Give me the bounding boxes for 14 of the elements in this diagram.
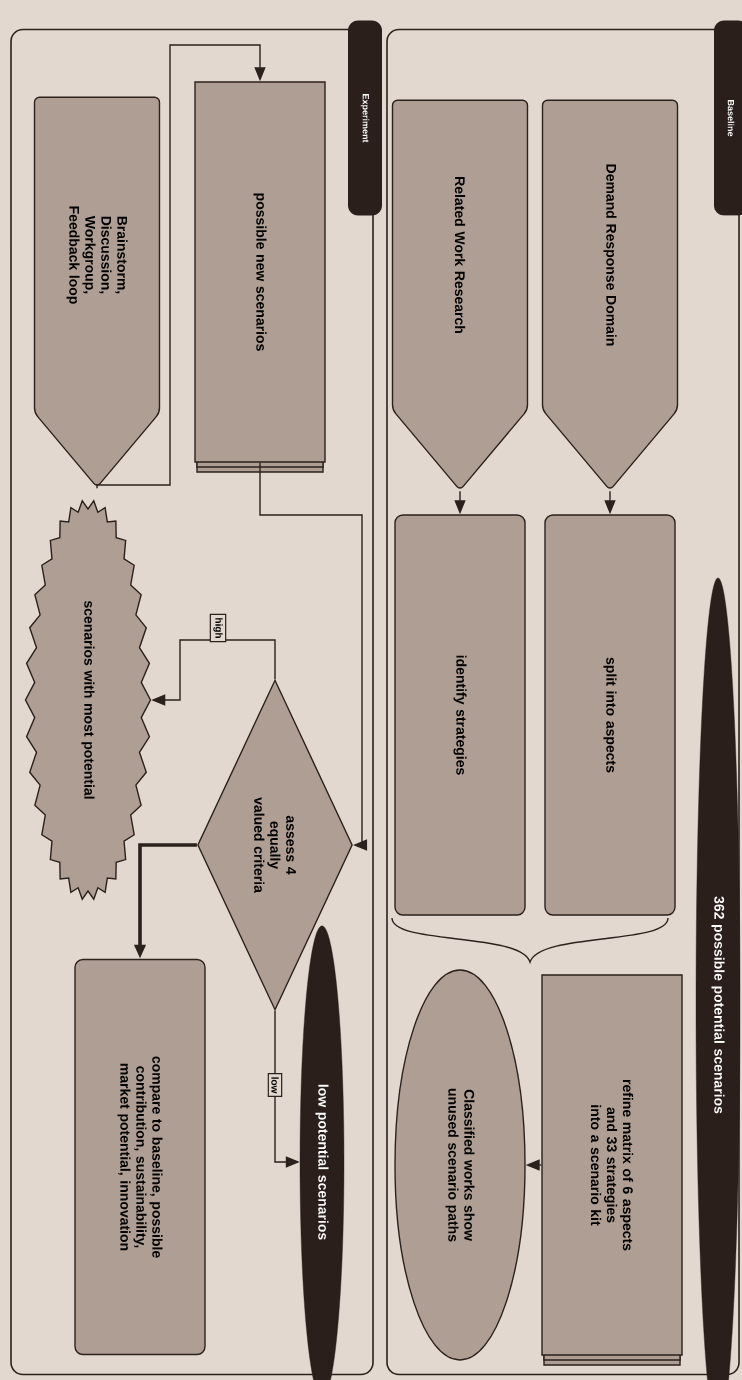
process-box: split into aspects bbox=[544, 514, 676, 916]
edge-label: low bbox=[267, 1073, 283, 1097]
process-box: compare to baseline, possible contribution, sustainability, market potential, innovation bbox=[74, 958, 206, 1356]
input-pennant: Demand Response Domain bbox=[541, 99, 679, 489]
arrow bbox=[259, 462, 368, 851]
input-pennant: Related Work Research bbox=[391, 99, 529, 489]
process-box: identify strategies bbox=[394, 514, 526, 916]
terminal-pill: low potential scenarios bbox=[299, 925, 345, 1380]
arrow bbox=[96, 44, 266, 490]
document-stack: refine matrix of 6 aspects and 33 strategies into a scenario kit bbox=[541, 974, 683, 1366]
terminal-pill: 362 possible potential scenarios bbox=[695, 577, 741, 1380]
document-stack: possible new scenarios bbox=[194, 81, 326, 473]
input-pennant: Brainstorm, Discussion, Workgroup, Feedback loop bbox=[33, 96, 161, 486]
edge-label: high bbox=[209, 613, 227, 643]
